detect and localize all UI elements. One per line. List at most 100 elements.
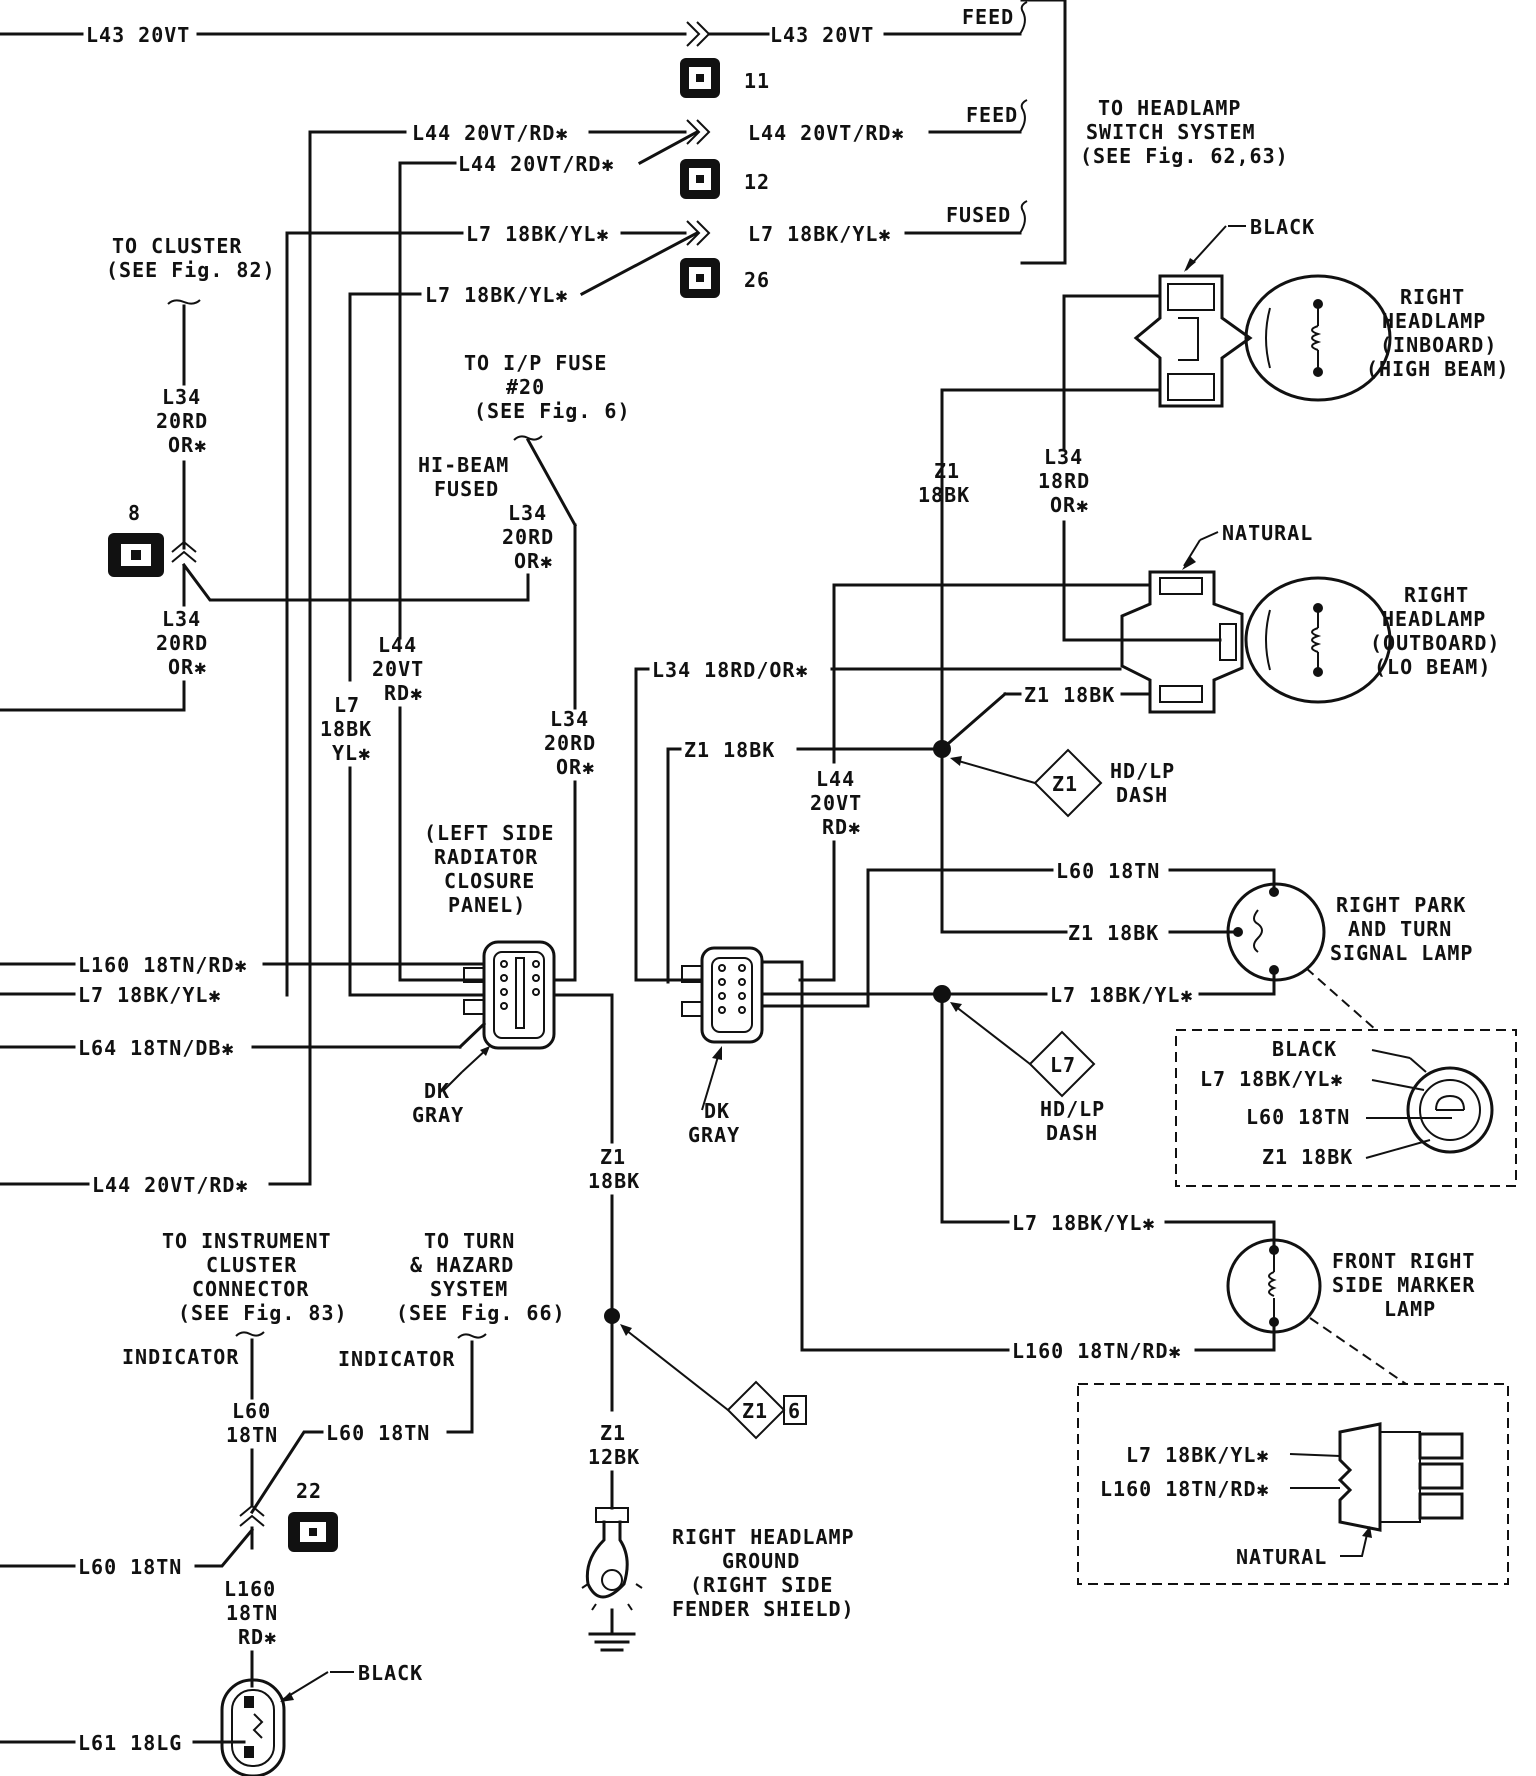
svg-text:FENDER SHIELD): FENDER SHIELD) bbox=[672, 1597, 855, 1621]
svg-text:OR✱: OR✱ bbox=[556, 755, 595, 779]
svg-text:HD/LP: HD/LP bbox=[1040, 1097, 1105, 1121]
outboard-headlamp-bulb bbox=[1244, 576, 1392, 704]
inboard-headlamp-label: RIGHT HEADLAMP (INBOARD) (HIGH BEAM) bbox=[1366, 285, 1508, 381]
park-lamp-inset: BLACK L7 18BK/YL✱ L60 18TN Z1 18BK bbox=[1175, 1029, 1517, 1187]
ground-eyelet bbox=[581, 1507, 643, 1652]
wire-label-z1-center: Z1 18BK bbox=[684, 738, 775, 762]
svg-text:L34: L34 bbox=[1044, 445, 1083, 469]
wire-label-l61: L61 18LG bbox=[78, 1731, 182, 1755]
wire-stack-l7-left: L7 18BK YL✱ bbox=[320, 693, 372, 765]
svg-text:GRAY: GRAY bbox=[688, 1123, 740, 1147]
ip-fuse-reference: TO I/P FUSE #20 (SEE Fig. 6) bbox=[464, 351, 630, 423]
wire-stack-z1-inboard: Z1 18BK bbox=[918, 459, 970, 507]
wire-label-l7-top-left: L7 18BK/YL✱ bbox=[466, 222, 609, 246]
wire-label-z1-lo-beam: Z1 18BK bbox=[1024, 683, 1115, 707]
svg-text:Z1: Z1 bbox=[600, 1421, 626, 1445]
indicator-socket-color-label: BLACK bbox=[358, 1661, 423, 1685]
svg-text:HEADLAMP: HEADLAMP bbox=[1382, 309, 1486, 333]
svg-text:20RD: 20RD bbox=[544, 731, 596, 755]
wire-label-l7-second: L7 18BK/YL✱ bbox=[425, 283, 568, 307]
wire-stack-l160-bottom: L160 18TN RD✱ bbox=[224, 1577, 277, 1649]
svg-text:& HAZARD: & HAZARD bbox=[410, 1253, 514, 1277]
svg-text:L160 18TN/RD✱: L160 18TN/RD✱ bbox=[1100, 1477, 1270, 1501]
splice-l7-hdlp: L7 bbox=[1028, 1030, 1096, 1098]
svg-text:RADIATOR: RADIATOR bbox=[434, 845, 538, 869]
connector-26-label: 26 bbox=[744, 268, 770, 292]
svg-text:20RD: 20RD bbox=[156, 631, 208, 655]
svg-text:20VT: 20VT bbox=[810, 791, 862, 815]
wire-label-l44-second: L44 20VT/RD✱ bbox=[458, 152, 615, 176]
svg-text:DK: DK bbox=[424, 1079, 450, 1103]
wire-stack-l60-indicator: L60 18TN bbox=[226, 1399, 278, 1447]
svg-text:RD✱: RD✱ bbox=[384, 681, 423, 705]
outboard-headlamp-label: RIGHT HEADLAMP (OUTBOARD) (LO BEAM) bbox=[1370, 583, 1499, 679]
svg-text:CLUSTER: CLUSTER bbox=[206, 1253, 297, 1277]
svg-text:PANEL): PANEL) bbox=[448, 893, 526, 917]
svg-text:22: 22 bbox=[296, 1479, 322, 1503]
splice-z1-hdlp: Z1 bbox=[1033, 748, 1103, 818]
connector-11: 11 bbox=[680, 58, 770, 98]
svg-text:FUSED: FUSED bbox=[434, 477, 499, 501]
marker-inset-color-label: NATURAL bbox=[1236, 1545, 1327, 1569]
connector-11-label: 11 bbox=[744, 69, 770, 93]
svg-text:GROUND: GROUND bbox=[722, 1549, 800, 1573]
svg-text:OR✱: OR✱ bbox=[168, 655, 207, 679]
svg-text:L34: L34 bbox=[550, 707, 589, 731]
svg-text:HI-BEAM: HI-BEAM bbox=[418, 453, 509, 477]
connector-22: 22 bbox=[288, 1479, 338, 1552]
svg-text:L7 18BK/YL✱: L7 18BK/YL✱ bbox=[1200, 1067, 1343, 1091]
dk-gray-label-right: DK GRAY bbox=[688, 1099, 740, 1147]
svg-text:OR✱: OR✱ bbox=[168, 433, 207, 457]
svg-text:18BK: 18BK bbox=[320, 717, 372, 741]
svg-text:18BK: 18BK bbox=[918, 483, 970, 507]
svg-text:18BK: 18BK bbox=[588, 1169, 640, 1193]
wire-stack-z1-ground-upper: Z1 18BK bbox=[588, 1145, 640, 1193]
wire-stack-l34-right: L34 20RD OR✱ bbox=[544, 707, 596, 779]
svg-text:L60 18TN: L60 18TN bbox=[1246, 1105, 1350, 1129]
wire-label-l44-top-left: L44 20VT/RD✱ bbox=[412, 121, 569, 145]
turn-hazard-reference: TO TURN & HAZARD SYSTEM (SEE Fig. 66) bbox=[396, 1229, 565, 1325]
wire-label-l44-top-right: L44 20VT/RD✱ bbox=[748, 121, 905, 145]
svg-text:L34: L34 bbox=[162, 385, 201, 409]
indicator-label-right: INDICATOR bbox=[338, 1347, 455, 1371]
svg-text:OR✱: OR✱ bbox=[514, 549, 553, 573]
wire-label-z1-park: Z1 18BK bbox=[1068, 921, 1159, 945]
svg-text:Z1: Z1 bbox=[934, 459, 960, 483]
svg-text:TO INSTRUMENT: TO INSTRUMENT bbox=[162, 1229, 332, 1253]
connector-26: 26 bbox=[680, 258, 770, 298]
inboard-headlamp-connector bbox=[1133, 274, 1253, 408]
instrument-cluster-reference: TO INSTRUMENT CLUSTER CONNECTOR (SEE Fig… bbox=[162, 1229, 347, 1325]
svg-text:Z1: Z1 bbox=[1052, 772, 1078, 796]
svg-text:(RIGHT SIDE: (RIGHT SIDE bbox=[690, 1573, 833, 1597]
wire-label-l60-bottom: L60 18TN bbox=[78, 1555, 182, 1579]
fused-label: FUSED bbox=[946, 203, 1011, 227]
svg-text:L44: L44 bbox=[378, 633, 417, 657]
cluster-reference: TO CLUSTER (SEE Fig. 82) bbox=[106, 234, 275, 282]
svg-text:L7 18BK/YL✱: L7 18BK/YL✱ bbox=[1126, 1443, 1269, 1467]
outboard-connector-color-label: NATURAL bbox=[1222, 521, 1313, 545]
hd-lp-dash-label-z1: HD/LP DASH bbox=[1110, 759, 1174, 807]
svg-text:L34: L34 bbox=[508, 501, 547, 525]
svg-text:RD✱: RD✱ bbox=[822, 815, 861, 839]
connector-right-dk-gray bbox=[681, 946, 764, 1044]
svg-text:SWITCH SYSTEM: SWITCH SYSTEM bbox=[1086, 120, 1256, 144]
svg-text:(INBOARD): (INBOARD) bbox=[1380, 333, 1497, 357]
wire-label-l7-left: L7 18BK/YL✱ bbox=[78, 983, 221, 1007]
wire-label-l7-park: L7 18BK/YL✱ bbox=[1050, 983, 1193, 1007]
svg-text:Z1: Z1 bbox=[600, 1145, 626, 1169]
headlamp-switch-reference: TO HEADLAMP SWITCH SYSTEM (SEE Fig. 62,6… bbox=[1080, 96, 1288, 168]
dk-gray-label-left: DK GRAY bbox=[412, 1079, 463, 1127]
inboard-connector-color-label: BLACK bbox=[1250, 215, 1315, 239]
svg-text:18TN: 18TN bbox=[226, 1423, 278, 1447]
svg-text:RD✱: RD✱ bbox=[238, 1625, 277, 1649]
wire-stack-l34-inboard: L34 18RD OR✱ bbox=[1038, 445, 1089, 517]
wire-label-l60-park: L60 18TN bbox=[1056, 859, 1160, 883]
wire-stack-l34-fuse: L34 20RD OR✱ bbox=[502, 501, 553, 573]
svg-text:RIGHT: RIGHT bbox=[1400, 285, 1465, 309]
svg-text:(LEFT SIDE: (LEFT SIDE bbox=[424, 821, 554, 845]
svg-text:CONNECTOR: CONNECTOR bbox=[192, 1277, 309, 1301]
svg-text:SYSTEM: SYSTEM bbox=[430, 1277, 508, 1301]
wire-label-l64-left: L64 18TN/DB✱ bbox=[78, 1036, 235, 1060]
svg-text:20RD: 20RD bbox=[156, 409, 208, 433]
svg-text:TO I/P FUSE: TO I/P FUSE bbox=[464, 351, 607, 375]
